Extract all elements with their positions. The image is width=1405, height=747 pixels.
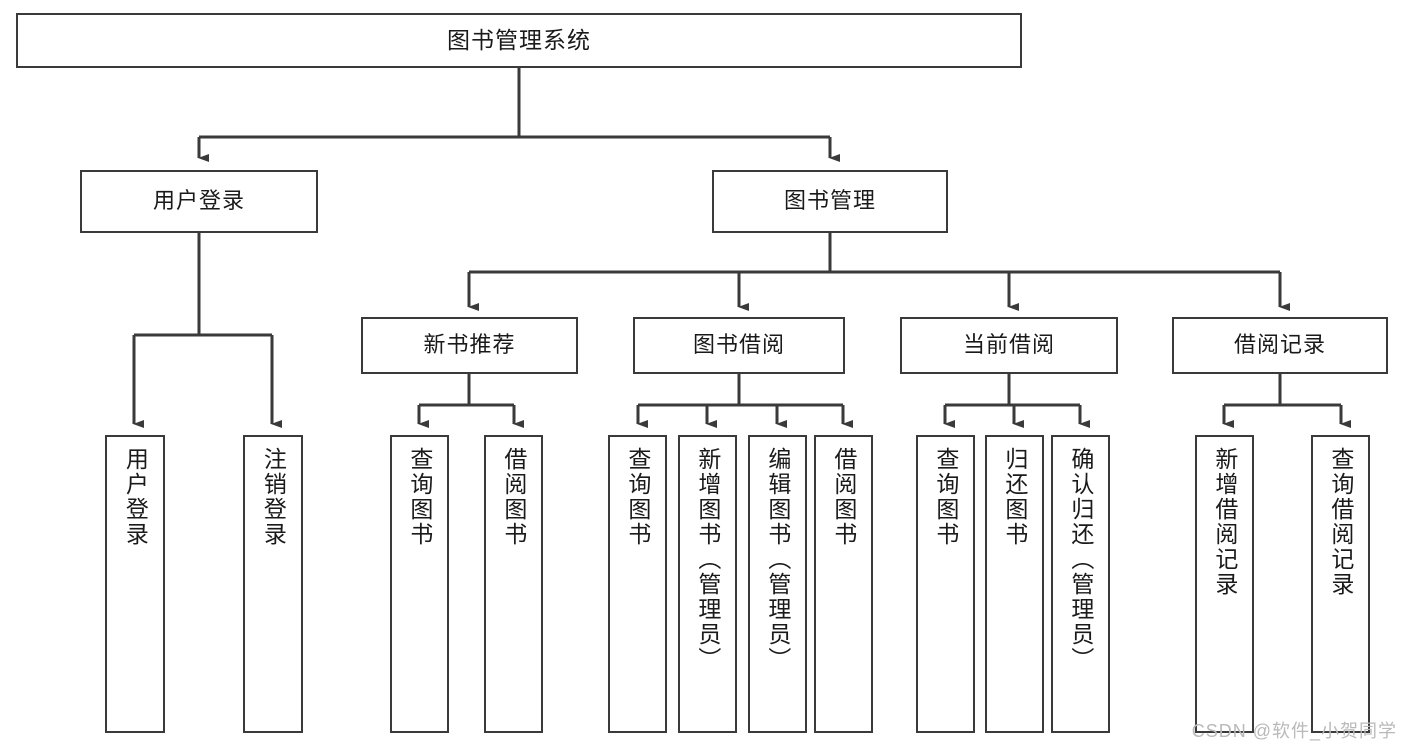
node-label: 编辑图书（管理员） xyxy=(764,447,791,672)
node-label: 查询借阅记录 xyxy=(1327,447,1354,597)
node-leaf-edit-book[interactable]: 编辑图书（管理员） xyxy=(748,435,807,733)
node-leaf-logout-login[interactable]: 注销登录 xyxy=(243,435,303,733)
node-label: 归还图书 xyxy=(1001,447,1028,547)
node-label: 图书管理 xyxy=(783,188,876,214)
node-root-system[interactable]: 图书管理系统 xyxy=(16,13,1022,68)
node-current-borrow[interactable]: 当前借阅 xyxy=(900,317,1118,374)
node-label: 用户登录 xyxy=(152,188,245,214)
node-label: 当前借阅 xyxy=(962,332,1055,358)
node-book-manage[interactable]: 图书管理 xyxy=(712,170,948,233)
node-label: 新书推荐 xyxy=(423,332,516,358)
node-leaf-query-record[interactable]: 查询借阅记录 xyxy=(1311,435,1370,733)
node-label: 图书借阅 xyxy=(692,332,785,358)
node-label: 查询图书 xyxy=(406,447,433,547)
node-label: 注销登录 xyxy=(260,447,287,547)
node-leaf-borrow-book-2[interactable]: 借阅图书 xyxy=(814,435,873,733)
node-label: 用户登录 xyxy=(122,447,149,547)
node-label: 查询图书 xyxy=(624,447,651,547)
node-leaf-query-book-3[interactable]: 查询图书 xyxy=(916,435,975,733)
node-leaf-query-book-2[interactable]: 查询图书 xyxy=(608,435,667,733)
node-new-book-rec[interactable]: 新书推荐 xyxy=(361,317,578,374)
watermark-text: CSDN @软件_小贺同学 xyxy=(1191,721,1397,741)
node-borrow-record[interactable]: 借阅记录 xyxy=(1172,317,1388,374)
node-book-borrow[interactable]: 图书借阅 xyxy=(633,317,845,374)
node-leaf-confirm-return[interactable]: 确认归还（管理员） xyxy=(1051,435,1110,733)
node-leaf-add-record[interactable]: 新增借阅记录 xyxy=(1195,435,1254,733)
node-user-login[interactable]: 用户登录 xyxy=(80,170,318,233)
node-leaf-query-book-1[interactable]: 查询图书 xyxy=(390,435,449,733)
node-label: 新增借阅记录 xyxy=(1211,447,1238,597)
node-label: 借阅图书 xyxy=(830,447,857,547)
node-leaf-add-book[interactable]: 新增图书（管理员） xyxy=(678,435,737,733)
node-leaf-borrow-book-1[interactable]: 借阅图书 xyxy=(484,435,543,733)
node-leaf-user-login[interactable]: 用户登录 xyxy=(105,435,165,733)
node-label: 查询图书 xyxy=(932,447,959,547)
node-label: 图书管理系统 xyxy=(447,26,591,53)
node-label: 借阅记录 xyxy=(1233,332,1326,358)
node-leaf-return-book[interactable]: 归还图书 xyxy=(985,435,1044,733)
node-label: 确认归还（管理员） xyxy=(1067,447,1094,672)
node-label: 借阅图书 xyxy=(500,447,527,547)
node-label: 新增图书（管理员） xyxy=(694,447,721,672)
